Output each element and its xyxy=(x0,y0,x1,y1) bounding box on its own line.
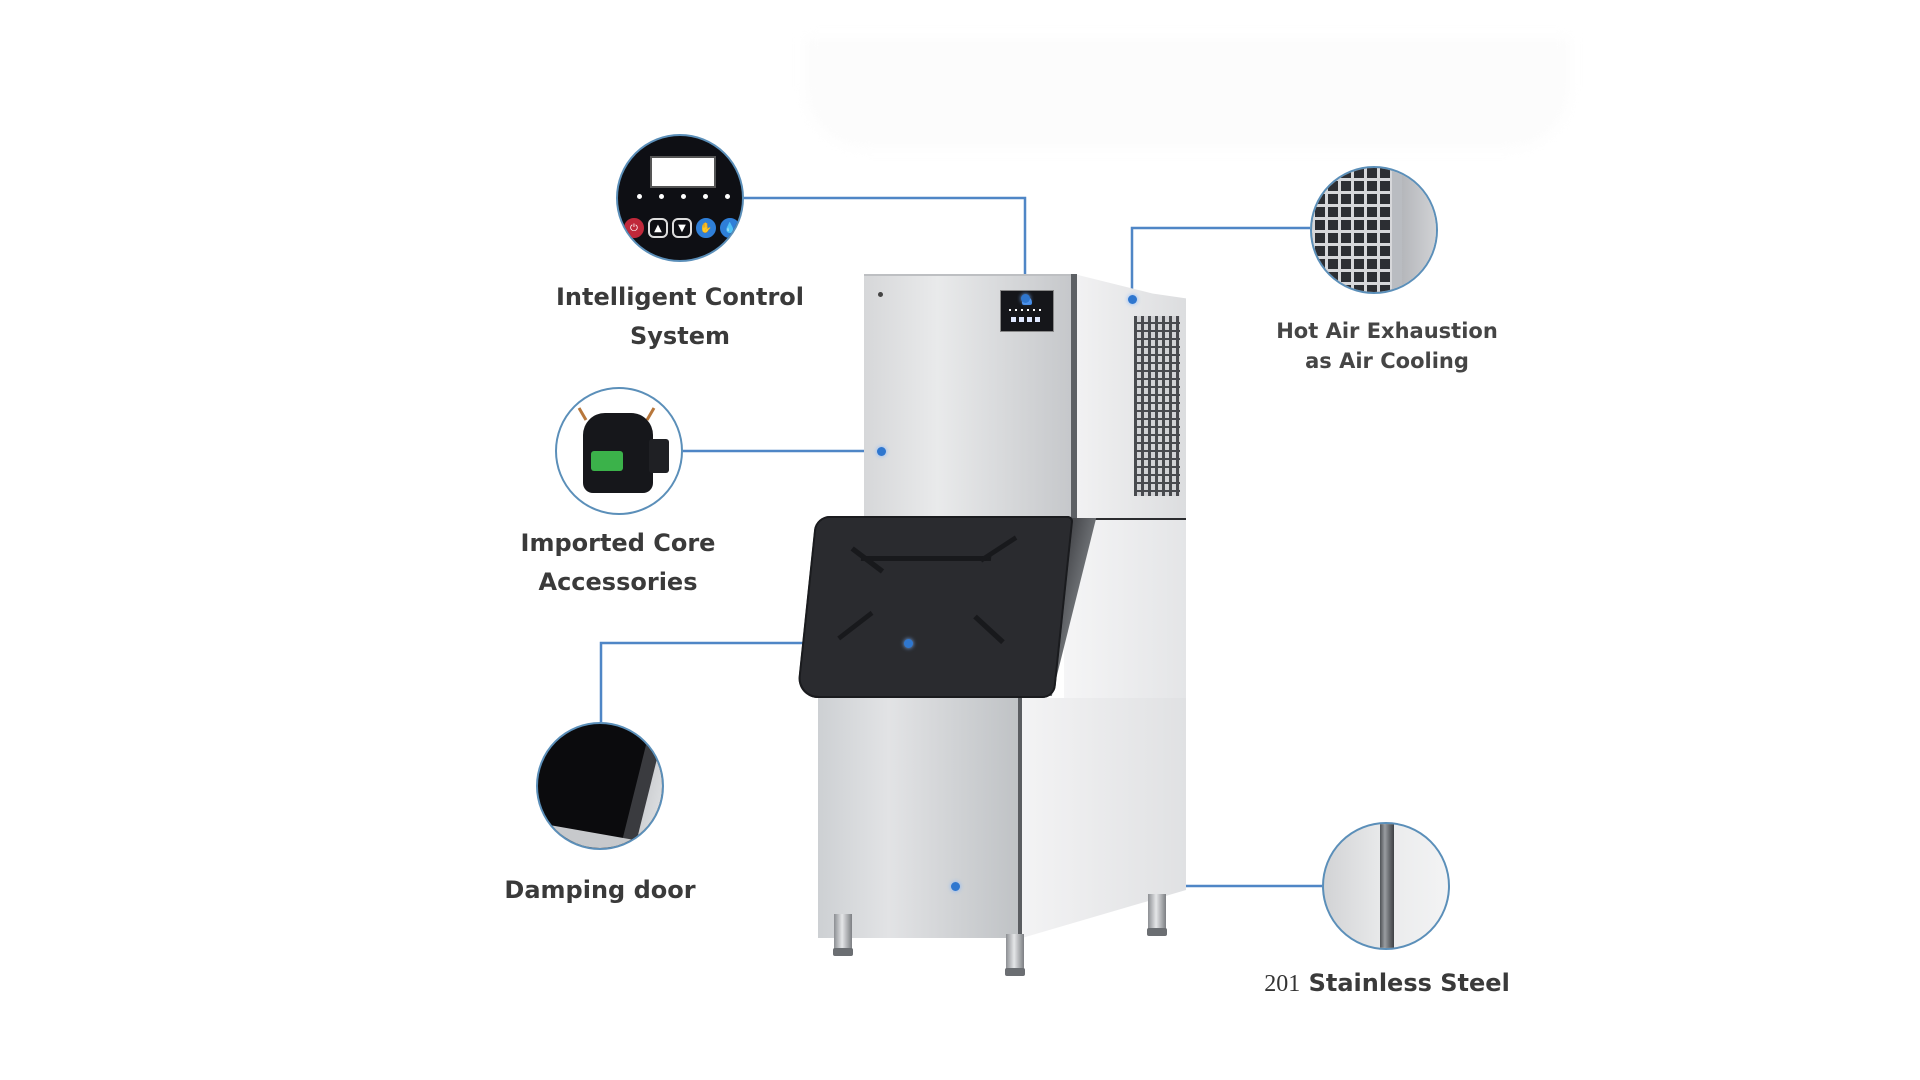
machine-control-panel xyxy=(1000,290,1054,332)
anchor-dot-damping-door xyxy=(904,639,913,648)
anchor-dot-stainless xyxy=(951,882,960,891)
door-chevron xyxy=(837,610,874,641)
machine-leg xyxy=(1147,894,1167,936)
control-panel-icon: ⏻ ▲ ▼ ✋ 💧 xyxy=(616,134,744,262)
stainless-steel-icon xyxy=(1322,822,1450,950)
indicator-dots xyxy=(628,194,738,199)
up-arrow-icon: ▲ xyxy=(648,218,668,238)
panel-buttons xyxy=(1011,317,1043,322)
label-line: as Air Cooling xyxy=(1305,349,1469,373)
compressor-icon xyxy=(555,387,683,515)
lcd-display xyxy=(650,156,716,188)
lower-corner-edge xyxy=(1018,698,1022,938)
steel-grade-number: 201 xyxy=(1264,971,1301,997)
clean-icon: ✋ xyxy=(696,218,716,238)
steel-grade-text: Stainless Steel xyxy=(1308,969,1510,997)
vent-grille-icon xyxy=(1310,166,1438,294)
drop-icon: 💧 xyxy=(720,218,740,238)
lower-front-panel xyxy=(818,698,1020,938)
label-line: Accessories xyxy=(538,568,698,596)
label-damping-door: Damping door xyxy=(450,871,750,910)
anchor-dot-hot-air xyxy=(1128,295,1137,304)
compressor-label-sticker xyxy=(591,451,623,471)
label-line: Hot Air Exhaustion xyxy=(1276,319,1498,343)
machine-leg xyxy=(1005,934,1025,976)
label-line: Damping door xyxy=(504,876,696,904)
door-chevron xyxy=(979,535,1018,563)
upper-corner-edge xyxy=(1071,274,1077,518)
compressor-relay-box xyxy=(649,439,669,473)
door-chevron xyxy=(860,556,992,561)
down-arrow-icon: ▼ xyxy=(672,218,692,238)
anchor-dot-control xyxy=(1021,294,1030,303)
label-hot-air: Hot Air Exhaustion as Air Cooling xyxy=(1237,316,1537,376)
anchor-dot-compressor xyxy=(877,447,886,456)
bin-damping-door xyxy=(796,516,1074,698)
panel-button-row: ⏻ ▲ ▼ ✋ 💧 xyxy=(618,218,742,238)
background-glow xyxy=(805,38,1570,148)
door-chevron xyxy=(973,614,1005,645)
label-intelligent-control: Intelligent Control System xyxy=(530,278,830,356)
screw-icon xyxy=(878,292,883,297)
power-icon: ⏻ xyxy=(624,218,644,238)
side-vent-grille xyxy=(1134,316,1180,496)
indicator-lights xyxy=(1009,309,1045,311)
label-imported-core: Imported Core Accessories xyxy=(468,524,768,602)
label-line: Imported Core xyxy=(520,529,716,557)
label-line: System xyxy=(630,322,730,350)
label-line: Intelligent Control xyxy=(555,283,805,311)
label-stainless-steel: 201 Stainless Steel xyxy=(1237,964,1537,1004)
machine-leg xyxy=(833,914,853,956)
damping-door-icon xyxy=(536,722,664,850)
